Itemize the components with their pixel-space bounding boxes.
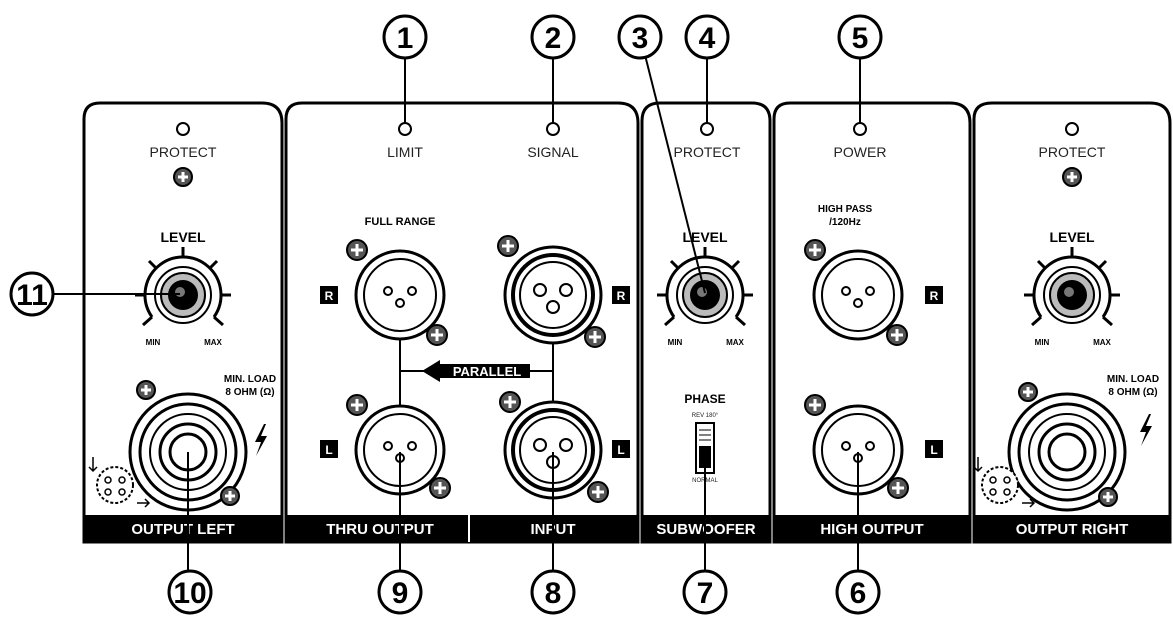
power-label: POWER	[834, 144, 887, 160]
screw-icon	[885, 323, 909, 347]
screw-icon	[428, 476, 452, 500]
protect-label-right: PROTECT	[1039, 144, 1106, 160]
signal-label: SIGNAL	[527, 144, 579, 160]
svg-text:6: 6	[850, 577, 867, 610]
level-label-left: LEVEL	[160, 229, 206, 245]
screw-icon	[583, 325, 607, 349]
output-left-label: OUTPUT LEFT	[131, 521, 234, 538]
output-left-bar	[84, 515, 282, 542]
screw-icon	[803, 238, 827, 262]
channel-r-badge	[320, 286, 338, 304]
svg-text:8: 8	[545, 577, 562, 610]
callout-6: 6	[835, 569, 881, 615]
max-label-right: MAX	[1093, 338, 1111, 347]
high-output-r-connector[interactable]	[812, 249, 904, 341]
min-load-label-right: MIN. LOAD	[1107, 374, 1159, 385]
channel-r-text: R	[930, 289, 939, 303]
limit-led	[398, 122, 412, 136]
callout-8: 8	[530, 569, 576, 615]
min-label-right: MIN	[1035, 338, 1050, 347]
screw-icon	[1017, 381, 1039, 403]
screw-icon	[425, 323, 449, 347]
power-led	[853, 122, 867, 136]
screw-icon	[345, 238, 369, 262]
channel-r-badge	[612, 286, 630, 304]
channel-l-text: L	[930, 443, 937, 457]
level-label-sub: LEVEL	[682, 229, 728, 245]
screw-icon	[135, 379, 157, 401]
callout-11: 11	[9, 271, 55, 317]
phase-label: PHASE	[684, 392, 725, 406]
channel-r-badge	[925, 286, 943, 304]
svg-text:1: 1	[397, 22, 414, 55]
ohm-label-right: 8 OHM (Ω)	[1108, 387, 1157, 398]
full-range-label: FULL RANGE	[365, 216, 436, 228]
callout-5: 5	[837, 14, 883, 60]
parallel-label: PARALLEL	[453, 364, 521, 379]
protect-led-sub	[700, 122, 714, 136]
high-pass-freq-label: /120Hz	[829, 217, 861, 228]
callout-10: 10	[167, 569, 213, 615]
screw-icon	[586, 480, 610, 504]
svg-text:9: 9	[392, 577, 409, 610]
svg-text:7: 7	[697, 577, 714, 610]
callout-7: 7	[682, 569, 728, 615]
screw-icon	[1097, 486, 1119, 508]
svg-text:2: 2	[545, 22, 562, 55]
screw-icon	[219, 485, 241, 507]
channel-l-badge	[925, 440, 943, 458]
protect-label-left: PROTECT	[150, 144, 217, 160]
high-output-label: HIGH OUTPUT	[820, 521, 923, 538]
callout-4: 4	[684, 14, 730, 60]
svg-text:3: 3	[632, 22, 649, 55]
channel-l-text: L	[617, 443, 624, 457]
screw-icon	[172, 166, 194, 188]
min-label-left: MIN	[146, 338, 161, 347]
min-load-label-left: MIN. LOAD	[224, 374, 276, 385]
thru-output-label: THRU OUTPUT	[326, 521, 434, 538]
channel-l-badge	[612, 440, 630, 458]
min-label-sub: MIN	[668, 338, 683, 347]
subwoofer-label: SUBWOOFER	[656, 521, 755, 538]
svg-text:5: 5	[852, 22, 869, 55]
callout-1: 1	[382, 14, 428, 60]
ohm-label-left: 8 OHM (Ω)	[225, 387, 274, 398]
screw-icon	[498, 390, 522, 414]
phase-rev-label: REV 180°	[692, 413, 719, 419]
protect-led-left	[176, 122, 190, 136]
signal-led	[546, 122, 560, 136]
screw-icon	[496, 234, 520, 258]
channel-r-text: R	[617, 289, 626, 303]
screw-icon	[886, 476, 910, 500]
level-label-right: LEVEL	[1049, 229, 1095, 245]
leader-lines	[53, 54, 861, 575]
callout-3: 3	[617, 14, 663, 60]
screw-icon	[803, 393, 827, 417]
protect-led-right	[1065, 122, 1079, 136]
callout-9: 9	[377, 569, 423, 615]
limit-label: LIMIT	[387, 144, 423, 160]
protect-label-sub: PROTECT	[674, 144, 741, 160]
svg-text:11: 11	[16, 279, 48, 312]
thru-output-r-connector[interactable]	[354, 249, 446, 341]
input-r-connector[interactable]	[503, 245, 603, 345]
svg-text:10: 10	[173, 577, 206, 610]
max-label-left: MAX	[204, 338, 222, 347]
channel-l-badge	[320, 440, 338, 458]
output-right-label: OUTPUT RIGHT	[1016, 521, 1129, 538]
screw-icon	[1061, 166, 1083, 188]
callout-2: 2	[530, 14, 576, 60]
max-label-sub: MAX	[726, 338, 744, 347]
channel-l-text: L	[325, 443, 332, 457]
parallel-arrow-icon	[422, 360, 530, 382]
screw-icon	[345, 393, 369, 417]
high-pass-label: HIGH PASS	[818, 204, 873, 215]
svg-text:4: 4	[699, 22, 716, 55]
channel-r-text: R	[325, 289, 334, 303]
